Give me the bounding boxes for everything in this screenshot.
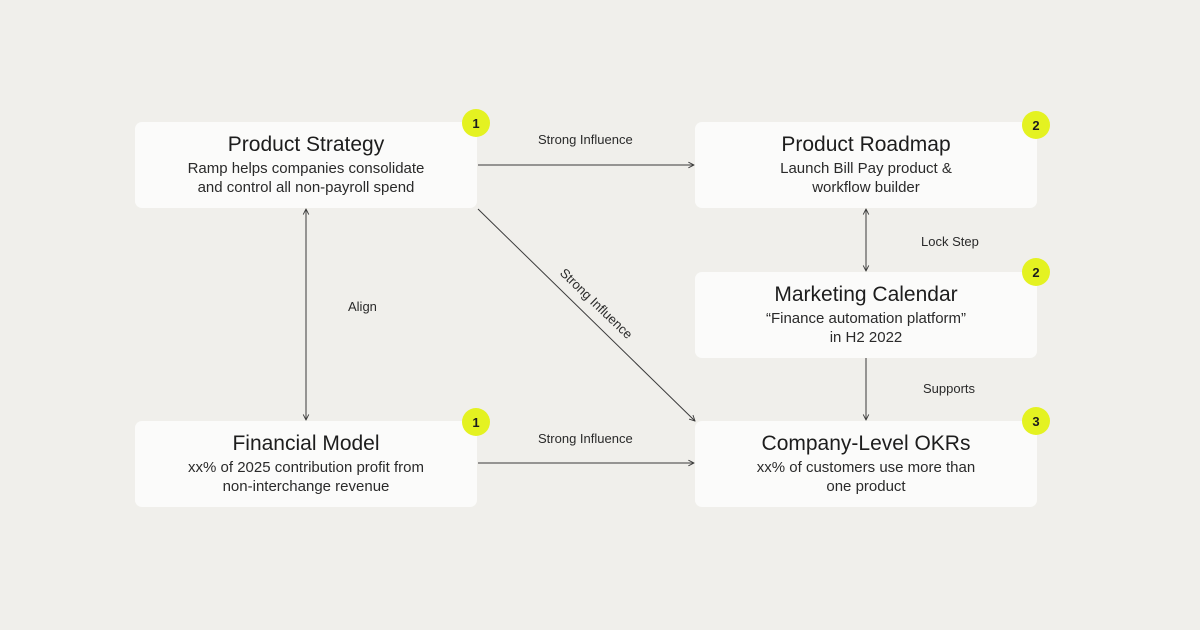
node-description-line: Ramp helps companies consolidate xyxy=(187,160,425,177)
node-title: Financial Model xyxy=(232,432,380,455)
priority-badge: 3 xyxy=(1022,407,1050,435)
priority-badge: 1 xyxy=(462,408,490,436)
node-title: Company-Level OKRs xyxy=(761,432,971,455)
node-title: Product Roadmap xyxy=(781,133,951,156)
priority-badge: 1 xyxy=(462,109,490,137)
edge-strategy-to-okrs xyxy=(477,208,695,421)
node-product-strategy: Product Strategy Ramp helps companies co… xyxy=(135,122,477,208)
node-marketing-calendar: Marketing Calendar “Finance automation p… xyxy=(695,272,1037,358)
edge-label-supports: Supports xyxy=(923,381,976,396)
edge-label-lock-step: Lock Step xyxy=(921,234,979,249)
node-description-line: xx% of customers use more than xyxy=(756,459,976,476)
edge-label-align: Align xyxy=(348,299,377,314)
node-title: Product Strategy xyxy=(227,133,385,156)
node-description-line: and control all non-payroll spend xyxy=(197,179,415,196)
node-product-roadmap: Product Roadmap Launch Bill Pay product … xyxy=(695,122,1037,208)
node-description-line: “Finance automation platform” xyxy=(765,310,967,327)
edge-label-financial-to-okrs: Strong Influence xyxy=(538,431,633,446)
edge-label-strategy-to-roadmap: Strong Influence xyxy=(538,132,633,147)
node-description-line: xx% of 2025 contribution profit from xyxy=(188,459,424,476)
node-description-line: non-interchange revenue xyxy=(222,478,390,495)
node-description-line: Launch Bill Pay product & xyxy=(780,160,952,177)
node-description-line: in H2 2022 xyxy=(829,329,903,346)
node-company-okrs: Company-Level OKRs xx% of customers use … xyxy=(695,421,1037,507)
node-description-line: workflow builder xyxy=(812,179,920,196)
priority-badge: 2 xyxy=(1022,258,1050,286)
node-description-line: one product xyxy=(826,478,906,495)
node-title: Marketing Calendar xyxy=(774,283,958,306)
node-financial-model: Financial Model xx% of 2025 contribution… xyxy=(135,421,477,507)
priority-badge: 2 xyxy=(1022,111,1050,139)
